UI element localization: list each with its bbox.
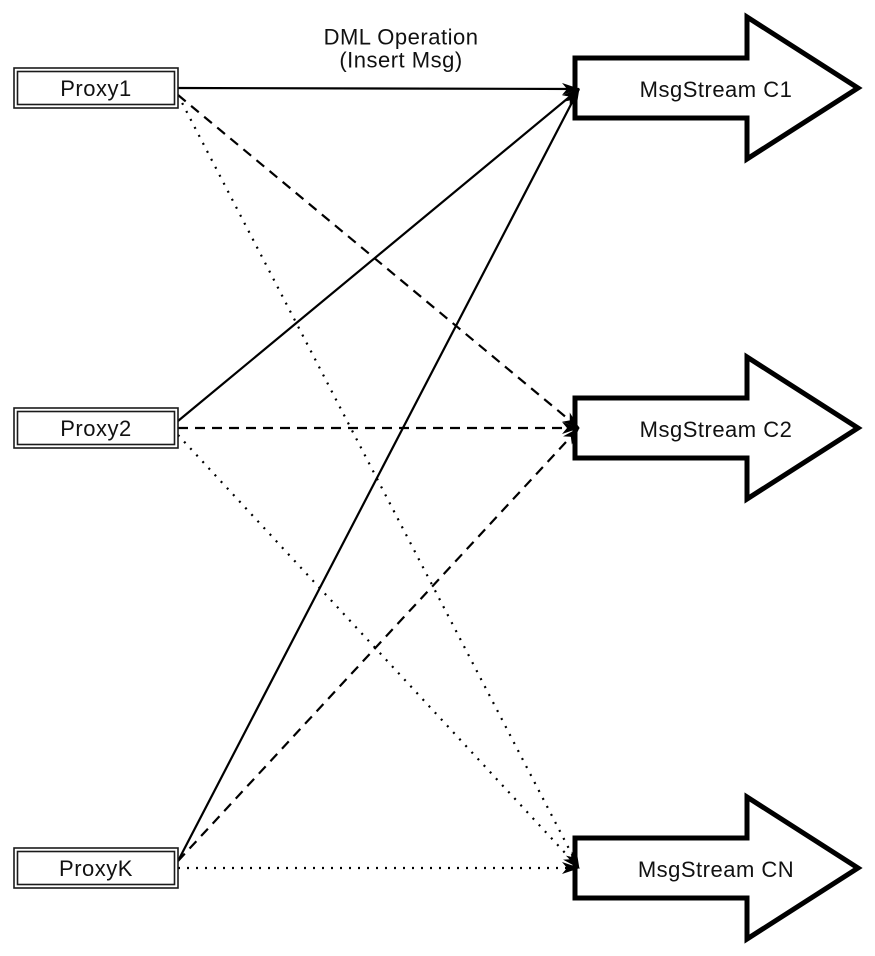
msgstream-cn-label: MsgStream CN xyxy=(638,857,794,882)
msgstream-c1-node: MsgStream C1 xyxy=(572,12,863,164)
proxy1-label: Proxy1 xyxy=(60,76,131,101)
proxyK-box-inner xyxy=(16,850,176,886)
proxyK-node: ProxyK xyxy=(13,847,179,889)
proxy2-label: Proxy2 xyxy=(60,416,131,441)
msgstream-c2-node: MsgStream C2 xyxy=(572,352,863,504)
edge-proxyK-c1 xyxy=(177,88,580,862)
edge-proxy2-c1 xyxy=(177,88,580,422)
edge-proxy1-c2 xyxy=(177,94,580,429)
edge-proxyK-c2 xyxy=(177,427,580,862)
edge-proxy1-c1 xyxy=(177,82,580,95)
proxy2-box-inner xyxy=(16,410,176,446)
msgstream-c2-arrow-icon xyxy=(572,352,863,504)
msgstream-cn-arrow-icon xyxy=(572,792,863,944)
proxy1-box-inner xyxy=(16,70,176,106)
proxy1-box xyxy=(13,67,179,109)
edge-proxy1-cn xyxy=(177,94,580,869)
msgstream-c1-label: MsgStream C1 xyxy=(640,77,793,102)
proxy2-box xyxy=(13,407,179,449)
proxyK-label: ProxyK xyxy=(59,856,133,881)
edges-layer xyxy=(177,82,580,874)
edge-proxy2-cn xyxy=(177,434,580,869)
msgstream-c2-label: MsgStream C2 xyxy=(640,417,793,442)
dml-operation-label-line1: DML Operation xyxy=(324,25,479,50)
proxyK-box xyxy=(13,847,179,889)
proxy1-node: Proxy1 xyxy=(13,67,179,109)
msgstream-c1-arrow-icon xyxy=(572,12,863,164)
msgstream-cn-node: MsgStream CN xyxy=(572,792,863,944)
dml-operation-label-line2: (Insert Msg) xyxy=(339,48,462,73)
proxy2-node: Proxy2 xyxy=(13,407,179,449)
